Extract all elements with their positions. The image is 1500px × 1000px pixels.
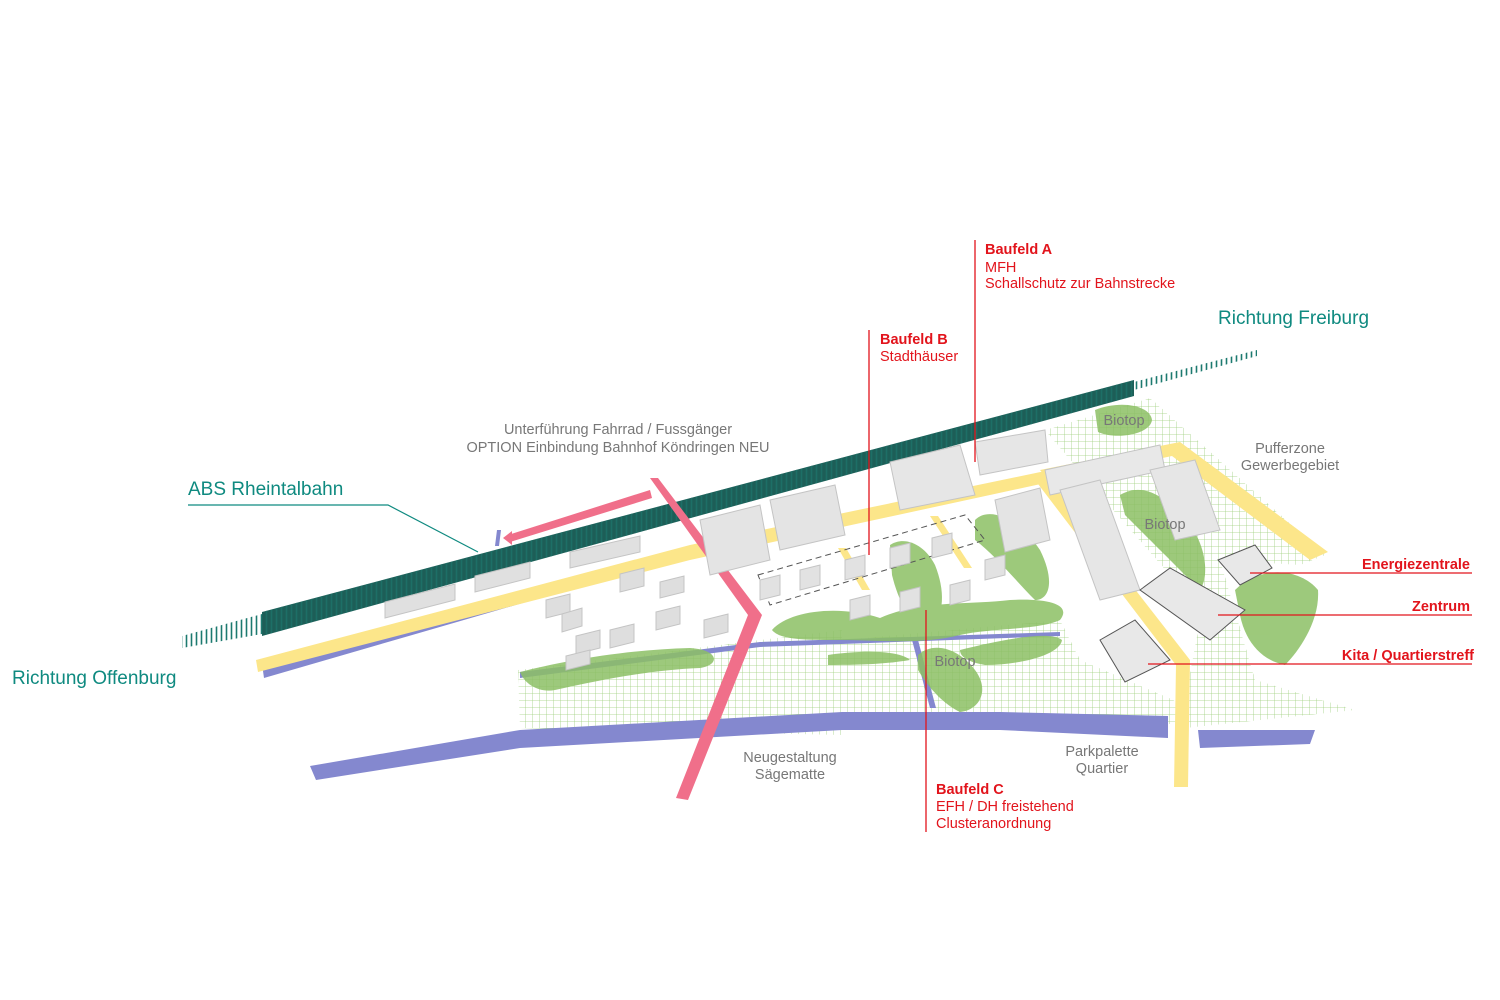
building-n2 bbox=[769, 484, 846, 551]
building-n1 bbox=[699, 504, 771, 576]
railway-abs-rheintalbahn bbox=[182, 350, 1257, 648]
label-parkpalette-line2: Quartier bbox=[1076, 761, 1129, 777]
path-arrowhead bbox=[503, 531, 512, 545]
label-biotop-north: Biotop bbox=[1103, 413, 1144, 429]
label-baufeld-a-line1: MFH bbox=[985, 260, 1016, 276]
stream-marker bbox=[495, 530, 501, 546]
building-w3 bbox=[569, 535, 641, 569]
leader-lines bbox=[868, 240, 1472, 832]
rail-track-hatch-overlay bbox=[262, 380, 1134, 636]
label-richtung-offenburg: Richtung Offenburg bbox=[12, 668, 176, 689]
label-baufeld-c-line2: Clusteranordnung bbox=[936, 816, 1051, 832]
label-zentrum: Zentrum bbox=[1412, 599, 1470, 615]
label-biotop-east: Biotop bbox=[1144, 517, 1185, 533]
path-branch bbox=[508, 490, 652, 542]
building-n3 bbox=[889, 444, 976, 511]
rail-track-extension-west bbox=[182, 614, 262, 648]
label-baufeld-a-title: Baufeld A bbox=[985, 242, 1053, 258]
biotop-east-large bbox=[1235, 572, 1319, 665]
label-pufferzone-line2: Gewerbegebiet bbox=[1241, 458, 1339, 474]
biotop-central-ridge bbox=[975, 514, 1050, 600]
label-baufeld-a-line2: Schallschutz zur Bahnstrecke bbox=[985, 276, 1175, 292]
label-baufeld-c-title: Baufeld C bbox=[936, 782, 1004, 798]
label-baufeld-c-line1: EFH / DH freistehend bbox=[936, 799, 1074, 815]
stream-central bbox=[520, 632, 1060, 678]
road-main-east bbox=[1040, 442, 1328, 560]
building-n4 bbox=[974, 429, 1049, 476]
label-energiezentrale: Energiezentrale bbox=[1362, 557, 1470, 573]
biotop-central-south bbox=[918, 647, 983, 712]
buildings bbox=[384, 429, 1273, 683]
label-kita-quartierstreff: Kita / Quartierstreff bbox=[1342, 648, 1474, 664]
road-diagonal-north-south bbox=[1035, 480, 1190, 787]
leader-abs-rheintalbahn bbox=[188, 504, 479, 553]
label-baufeld-b-line1: Stadthäuser bbox=[880, 349, 958, 365]
building-e4 bbox=[1149, 459, 1221, 541]
label-richtung-freiburg: Richtung Freiburg bbox=[1218, 308, 1369, 329]
river-south-east bbox=[1198, 730, 1315, 748]
rail-track-extension-east bbox=[1134, 350, 1257, 390]
label-neugestaltung-line1: Neugestaltung bbox=[743, 750, 837, 766]
biotop-central-ribbon bbox=[828, 651, 910, 665]
hatched-zone-west bbox=[518, 630, 842, 735]
label-parkpalette-line1: Parkpalette bbox=[1065, 744, 1138, 760]
building-energiezentrale bbox=[1217, 544, 1273, 586]
river-south bbox=[310, 712, 1168, 780]
road-main-west bbox=[256, 470, 1050, 672]
building-w2 bbox=[474, 561, 531, 593]
building-kita bbox=[1099, 619, 1171, 683]
label-pufferzone-line1: Pufferzone bbox=[1255, 441, 1325, 457]
label-neugestaltung-line2: Sägematte bbox=[755, 767, 825, 783]
label-abs-rheintalbahn: ABS Rheintalbahn bbox=[188, 479, 343, 500]
building-zentrum bbox=[1139, 567, 1246, 641]
label-unterfuehrung-line2: OPTION Einbindung Bahnhof Köndringen NEU bbox=[466, 440, 769, 456]
biotop-east-strip bbox=[1120, 489, 1206, 590]
house-cluster-west bbox=[545, 567, 729, 671]
label-unterfuehrung-line1: Unterführung Fahrrad / Fussgänger bbox=[504, 422, 732, 438]
label-baufeld-b-title: Baufeld B bbox=[880, 332, 948, 348]
biotop-central-east bbox=[960, 635, 1062, 665]
building-w1 bbox=[384, 583, 456, 619]
label-biotop-central: Biotop bbox=[934, 654, 975, 670]
hatched-zone-central bbox=[842, 620, 1185, 728]
house-cluster-central bbox=[759, 532, 1006, 621]
biotop-north bbox=[1095, 404, 1152, 436]
biotop-west bbox=[520, 648, 714, 691]
building-e1 bbox=[994, 487, 1051, 553]
